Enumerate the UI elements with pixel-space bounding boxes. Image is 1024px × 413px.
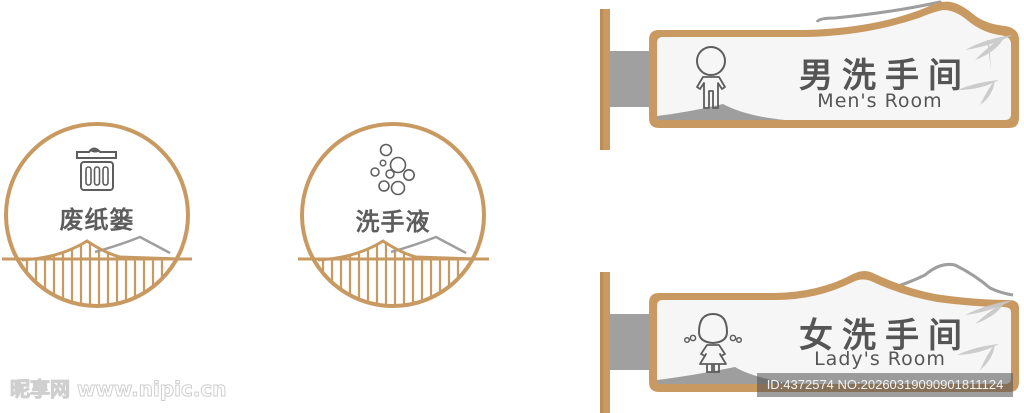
trash-bin-icon bbox=[76, 147, 117, 191]
hanging-sign-ladys-room: 女洗手间 Lady's Room bbox=[595, 260, 1024, 413]
hanging-sign-mens-room: 男洗手间 Men's Room bbox=[595, 0, 1024, 155]
sign-title-cn: 女洗手间 bbox=[799, 316, 971, 356]
hanging-sign-frame bbox=[600, 263, 1019, 413]
site-watermark: 昵享网 www.nipic.cn bbox=[10, 377, 228, 402]
round-sign-label: 废纸篓 bbox=[59, 206, 135, 234]
hanging-sign-frame bbox=[600, 0, 1019, 150]
sign-title-cn: 男洗手间 bbox=[799, 56, 971, 96]
sign-title-en: Men's Room bbox=[817, 90, 943, 112]
male-figure-icon bbox=[696, 46, 726, 109]
round-sign-frame bbox=[298, 122, 489, 308]
round-sign-frame bbox=[2, 122, 192, 308]
sign-title-en: Lady's Room bbox=[814, 348, 946, 370]
image-id-watermark: ID:4372574 NO:20260319090901811124 bbox=[757, 373, 1013, 397]
female-figure-icon bbox=[683, 312, 743, 373]
round-sign-label: 洗手液 bbox=[355, 208, 431, 236]
bubbles-icon bbox=[370, 143, 415, 196]
round-sign-wastebasket: 废纸篓 bbox=[0, 120, 200, 310]
round-sign-handsoap: 洗手液 bbox=[293, 120, 493, 310]
